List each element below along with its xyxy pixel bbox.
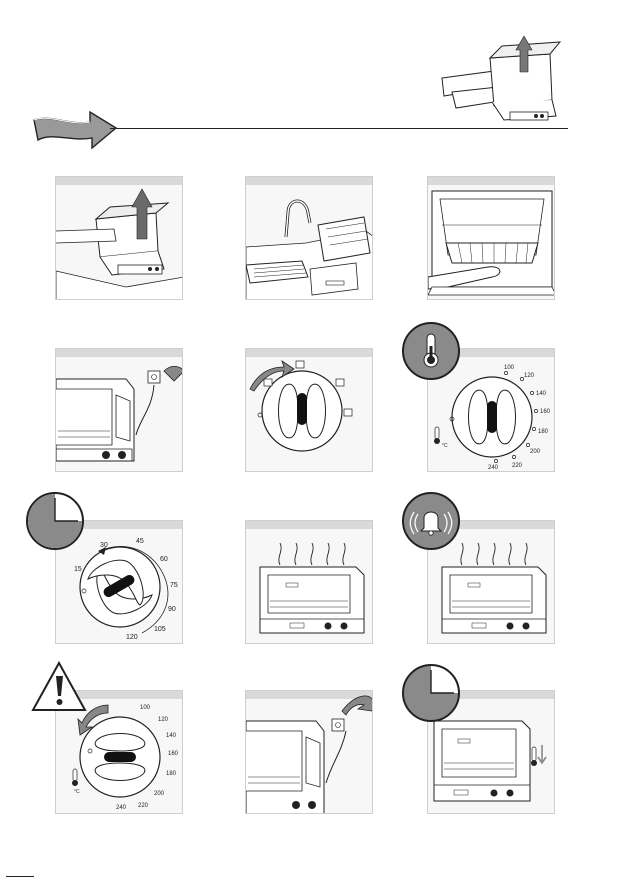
oven-heat-illustration	[246, 521, 373, 644]
wash-illustration	[246, 177, 373, 300]
temp-tick: 100	[504, 365, 515, 371]
temp-tick: 140	[536, 391, 547, 397]
timer-tick: 15	[74, 566, 82, 573]
timer-tick: 30	[100, 542, 108, 549]
temperature-thermometer-icon	[72, 769, 78, 786]
temp-tick: 160	[168, 751, 179, 757]
step-function-dial-panel	[245, 348, 373, 472]
temp-tick: 220	[138, 803, 149, 809]
timer-tick: 75	[170, 582, 178, 589]
clock-icon	[28, 494, 82, 548]
timer-tick: 120	[126, 634, 138, 641]
step-unplug-panel	[245, 690, 373, 814]
timer-tick: 105	[154, 626, 166, 633]
temp-tick: 180	[538, 429, 549, 435]
step-cooking-panel	[245, 520, 373, 644]
unpack-illustration	[56, 177, 183, 300]
clock-badge	[26, 492, 84, 550]
temp-tick: 100	[140, 705, 151, 711]
unplug-illustration	[246, 691, 373, 814]
warning-icon	[30, 660, 88, 714]
thermometer-badge	[402, 322, 460, 380]
section-rule	[110, 128, 568, 129]
temp-tick: 200	[154, 791, 165, 797]
temp-tick: 160	[540, 409, 551, 415]
rack-illustration	[428, 177, 555, 300]
temp-unit-label: °C	[442, 443, 448, 449]
temperature-thermometer-icon	[434, 427, 440, 444]
bell-badge	[402, 492, 460, 550]
bell-icon	[404, 494, 458, 548]
temp-tick: 120	[158, 717, 169, 723]
step-wash-panel	[245, 176, 373, 300]
timer-tick: 60	[160, 556, 168, 563]
temp-tick: 180	[166, 771, 177, 777]
section-arrow-icon	[30, 104, 120, 152]
temp-tick: 240	[116, 805, 127, 811]
temp-tick: 240	[488, 465, 499, 471]
step-rack-panel	[427, 176, 555, 300]
temp-tick: 200	[530, 449, 541, 455]
header-unpack-illustration	[432, 28, 572, 128]
footer-mark	[6, 876, 34, 881]
temp-unit-label: °C	[74, 789, 80, 795]
function-dial-illustration	[246, 349, 373, 472]
step-unpack-panel	[55, 176, 183, 300]
timer-tick: 90	[168, 606, 176, 613]
cooldown-icon	[404, 666, 458, 720]
step-plug-in-panel	[55, 348, 183, 472]
cooldown-badge	[402, 664, 460, 722]
cool-thermometer-icon	[531, 747, 537, 766]
thermometer-icon	[404, 324, 458, 378]
temp-tick: 220	[512, 463, 523, 469]
temp-tick: 120	[524, 373, 535, 379]
plug-in-illustration	[56, 349, 183, 472]
timer-tick: 45	[136, 538, 144, 545]
temp-tick: 140	[166, 733, 177, 739]
